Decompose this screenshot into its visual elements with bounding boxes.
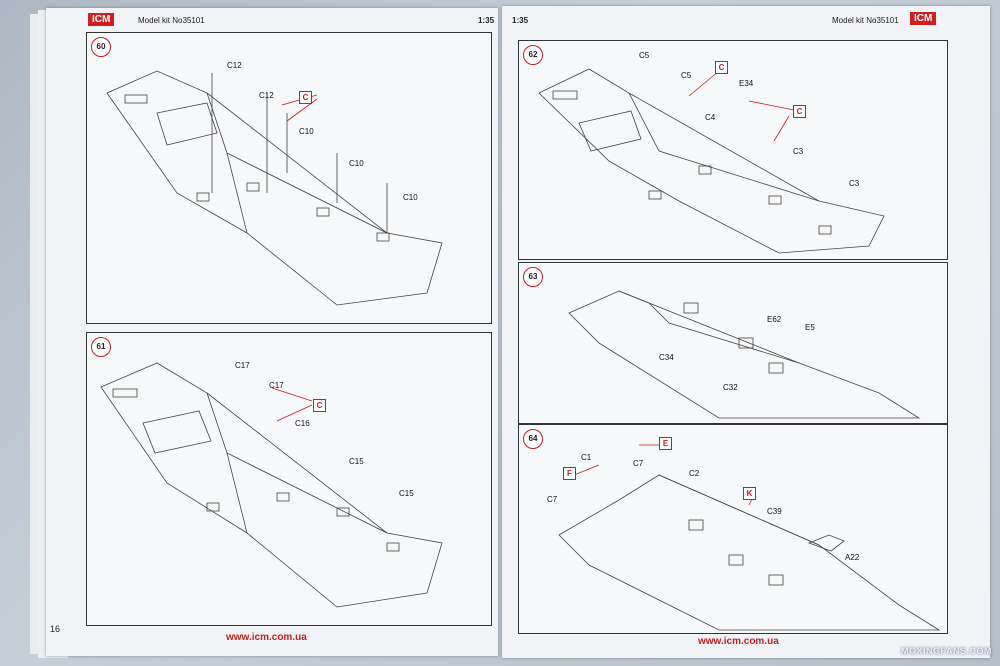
part-label: C1 — [581, 453, 592, 462]
logo-text: ICM — [914, 13, 933, 24]
left-page: ICM Model kit No35101 1:35 60 C12 C12 — [46, 8, 498, 656]
kit-header: Model kit No35101 — [138, 16, 205, 25]
step-61-number: 61 — [91, 337, 111, 357]
scale-label: 1:35 — [478, 16, 495, 25]
part-label: C15 — [349, 457, 364, 466]
step-60-panel: 60 C12 C12 C10 C10 C10 C — [86, 32, 492, 324]
part-label: C16 — [295, 419, 310, 428]
hull-drawing-60 — [106, 70, 443, 306]
part-label: C12 — [227, 61, 242, 70]
part-label: C7 — [547, 495, 558, 504]
part-label: C2 — [689, 469, 700, 478]
part-label: C3 — [849, 179, 860, 188]
part-label: A22 — [845, 553, 860, 562]
part-label: C7 — [633, 459, 644, 468]
website-url: www.icm.com.ua — [226, 632, 307, 643]
step-63-panel: 63 E62 E5 C34 C32 — [518, 262, 948, 424]
scale-label: 1:35 — [512, 16, 529, 25]
part-label: C17 — [235, 361, 250, 370]
step-64-number: 64 — [523, 429, 543, 449]
callout-box: E — [659, 437, 672, 450]
callout-box: C — [715, 61, 728, 74]
website-url: www.icm.com.ua — [698, 636, 779, 647]
page-number: 16 — [50, 624, 61, 634]
callout-box: C — [793, 105, 806, 118]
part-label: C34 — [659, 353, 674, 362]
step-63-number: 63 — [523, 267, 543, 287]
kit-header: Model kit No35101 — [832, 16, 899, 25]
callout-box: K — [743, 487, 756, 500]
hull-drawing-62 — [538, 68, 885, 254]
part-label: C4 — [705, 113, 716, 122]
watermark: MOXINGFANS.COM — [900, 646, 992, 656]
part-label: C5 — [639, 51, 650, 60]
right-page: 1:35 Model kit No35101 ICM 62 C5 C5 E34 … — [502, 6, 990, 658]
part-label: E5 — [805, 323, 815, 332]
part-label: C12 — [259, 91, 274, 100]
part-label: C3 — [793, 147, 804, 156]
part-label: C10 — [299, 127, 314, 136]
part-label: E62 — [767, 315, 782, 324]
step-62-panel: 62 C5 C5 E34 C4 C3 C3 C C — [518, 40, 948, 260]
part-label: C5 — [681, 71, 692, 80]
icm-logo: ICM — [910, 12, 937, 25]
hull-drawing-63 — [568, 290, 921, 419]
icm-logo: ICM — [88, 13, 115, 26]
hull-drawing-61 — [100, 362, 443, 608]
logo-text: ICM — [92, 14, 111, 25]
part-label: C17 — [269, 381, 284, 390]
hull-drawing-64 — [558, 444, 941, 631]
callout-box: C — [299, 91, 312, 104]
callout-box: C — [313, 399, 326, 412]
step-62-number: 62 — [523, 45, 543, 65]
step-61-panel: 61 C17 C17 C16 C15 C15 C — [86, 332, 492, 626]
part-label: C32 — [723, 383, 738, 392]
step-64-panel: 64 C1 C7 C2 C7 C39 A22 E F K — [518, 424, 948, 634]
callout-box: F — [563, 467, 576, 480]
part-label: C15 — [399, 489, 414, 498]
part-label: C10 — [403, 193, 418, 202]
step-60-number: 60 — [91, 37, 111, 57]
part-label: C10 — [349, 159, 364, 168]
part-label: E34 — [739, 79, 754, 88]
part-label: C39 — [767, 507, 782, 516]
